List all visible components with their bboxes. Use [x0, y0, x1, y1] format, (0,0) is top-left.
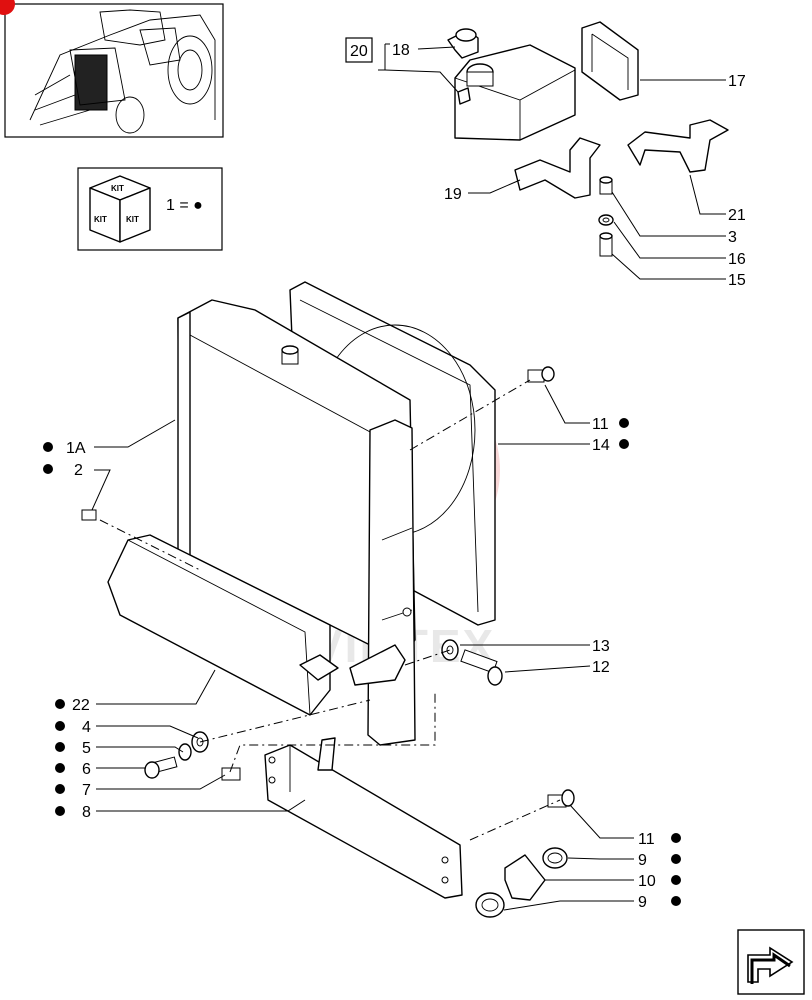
- callout-2: 2: [74, 462, 83, 479]
- hose-clamp-9-upper-icon: [542, 847, 568, 869]
- kit-dot-5: [55, 742, 65, 752]
- callout-15: 15: [728, 272, 746, 289]
- kit-dot-7: [55, 784, 65, 794]
- hose-clamp-9-lower-icon: [475, 892, 505, 918]
- kit-cube-right-text: KIT: [126, 215, 139, 224]
- callout-3: 3: [728, 229, 737, 246]
- kit-cube-icon: KIT KIT KIT: [89, 175, 151, 243]
- callout-4: 4: [82, 719, 91, 736]
- callout-10: 10: [638, 873, 656, 890]
- oil-cooler: [264, 744, 463, 899]
- kit-dot-2: [43, 464, 53, 474]
- bracket-21: [627, 119, 729, 173]
- bolt-12-icon: [460, 649, 503, 686]
- kit-dot-6: [55, 763, 65, 773]
- callout-labels: 18 17 19 21 3 16 15 1A 2 11 14 13 12 22 …: [43, 42, 746, 911]
- radiator-assembly: [81, 281, 575, 918]
- next-page-arrow-icon[interactable]: [737, 929, 805, 995]
- bolt-2-icon: [81, 509, 97, 521]
- expansion-tank-group: 20: [345, 21, 729, 280]
- kit-legend: KIT KIT KIT 1 = ●: [77, 167, 223, 251]
- kit-dot-8: [55, 806, 65, 816]
- callout-9-lower: 9: [638, 894, 647, 911]
- callout-11-upper: 11: [592, 416, 609, 433]
- callout-22: 22: [72, 697, 90, 714]
- callout-9-upper: 9: [638, 852, 647, 869]
- intercooler: [107, 534, 331, 716]
- kit-dot-1A: [43, 442, 53, 452]
- bracket-19: [514, 137, 601, 199]
- kit-dot-22: [55, 699, 65, 709]
- kit-dot-10: [671, 875, 681, 885]
- callout-11-lower: 11: [638, 831, 655, 848]
- kit-cube-left-text: KIT: [94, 215, 107, 224]
- kit-dot-9-upper: [671, 854, 681, 864]
- callout-16: 16: [728, 251, 746, 268]
- callout-12: 12: [592, 659, 610, 676]
- callout-18: 18: [392, 42, 410, 59]
- callout-7: 7: [82, 782, 91, 799]
- expansion-tank: [454, 44, 576, 141]
- machine-thumbnail: [0, 0, 224, 138]
- callout-1A: 1A: [66, 440, 86, 457]
- corner-marker-icon: [0, 0, 15, 15]
- group-box: [345, 37, 373, 63]
- group-box-label: 20: [350, 43, 368, 60]
- bolt-6-icon: [144, 756, 178, 779]
- washer-5-icon: [178, 743, 192, 761]
- bolt-11-upper-icon: [527, 366, 555, 383]
- kit-dot-14: [619, 439, 629, 449]
- leader-lines: [91, 384, 634, 911]
- callout-21: 21: [728, 207, 746, 224]
- callout-6: 6: [82, 761, 91, 778]
- kit-dot-4: [55, 721, 65, 731]
- kit-cube-top-text: KIT: [111, 184, 124, 193]
- callout-14: 14: [592, 437, 610, 454]
- radiator-side-bracket: [367, 419, 416, 746]
- kit-legend-equation: 1 = ●: [166, 197, 203, 214]
- tank-strap: [581, 21, 639, 101]
- bolt-11-lower-icon: [547, 789, 575, 808]
- callout-13: 13: [592, 638, 610, 655]
- kit-dot-9-lower: [671, 896, 681, 906]
- callout-5: 5: [82, 740, 91, 757]
- callout-8: 8: [82, 804, 91, 821]
- kit-dot-11-lower: [671, 833, 681, 843]
- callout-19: 19: [444, 186, 462, 203]
- callout-17: 17: [728, 73, 746, 90]
- hose-10-icon: [504, 854, 546, 901]
- washer-13-icon: [441, 639, 459, 661]
- kit-dot-11-upper: [619, 418, 629, 428]
